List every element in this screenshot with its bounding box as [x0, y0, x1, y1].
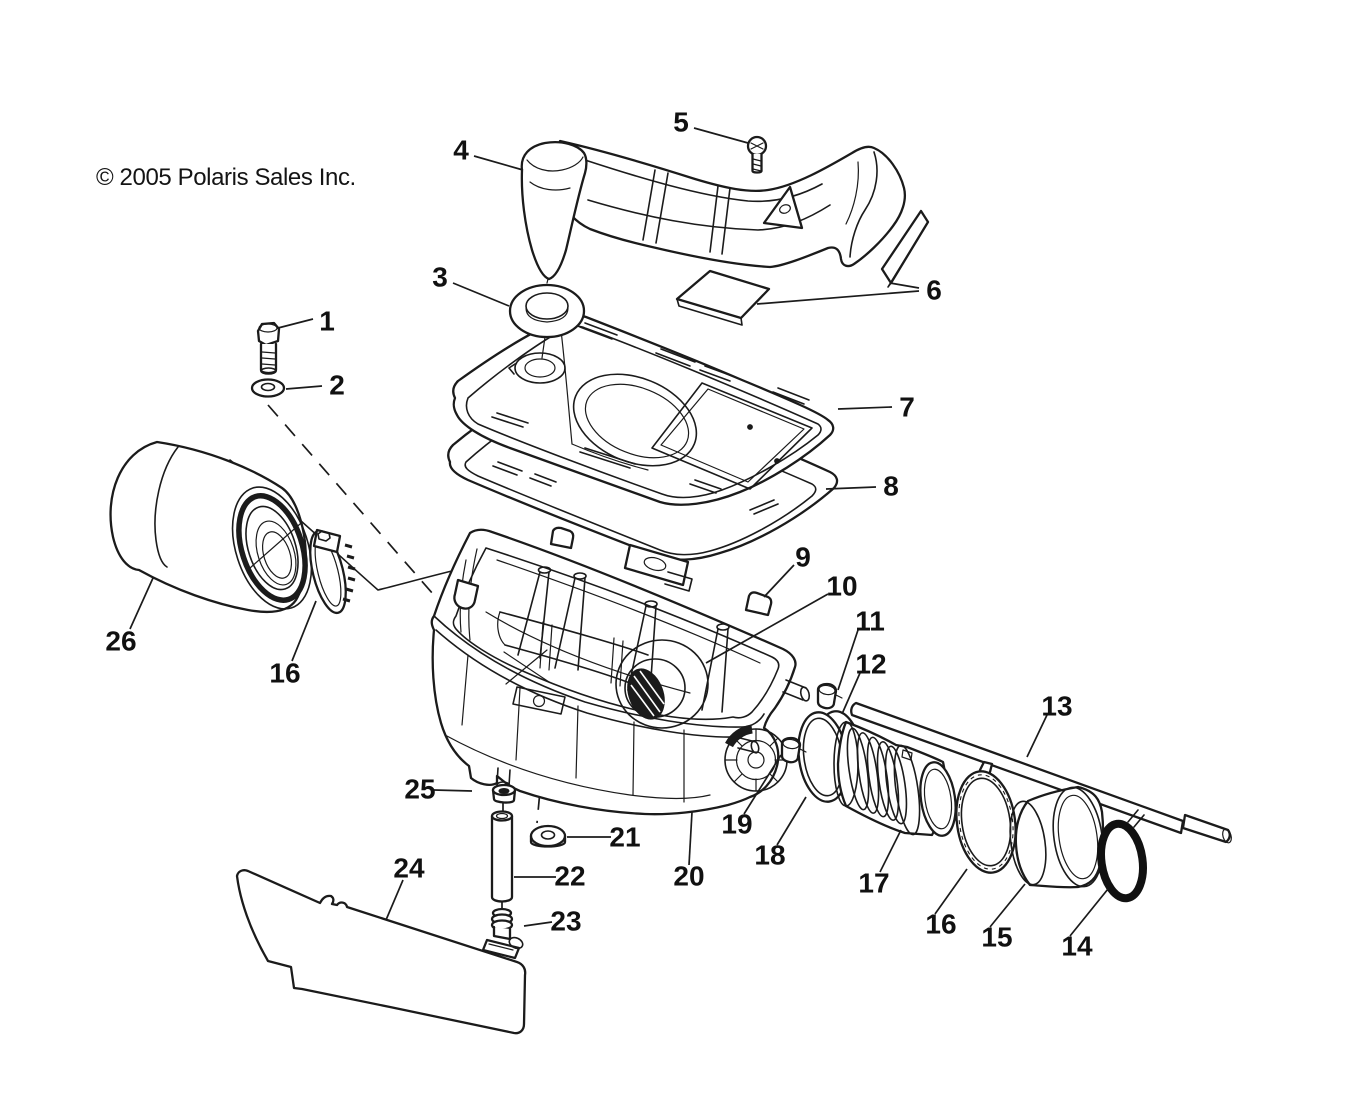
part-20-airbox-base [430, 526, 811, 816]
callout-4: 4 [453, 135, 469, 166]
leader-line [763, 564, 795, 598]
intake-bellmouth [497, 611, 709, 729]
copyright-notice: © 2005 Polaris Sales Inc. [96, 164, 356, 191]
leader-line [688, 811, 693, 866]
latch-hook [453, 578, 480, 610]
leader-line [433, 789, 473, 792]
leader-line [1026, 714, 1048, 758]
part-23-drain-valve [481, 907, 524, 960]
leader-lines [129, 127, 1109, 937]
callout-14: 14 [1061, 931, 1093, 962]
callout-10: 10 [826, 571, 857, 602]
callout-26: 26 [105, 626, 136, 657]
leader-line [473, 155, 524, 171]
rim-tab [549, 526, 575, 550]
leader-line [889, 282, 920, 289]
part-22-drain-tube [490, 810, 514, 903]
rim-bracket [623, 543, 690, 587]
leader-line [825, 486, 877, 490]
callout-22: 22 [554, 861, 585, 892]
callout-17: 17 [858, 868, 889, 899]
part-17-bellows-adapter [833, 720, 957, 837]
part-2-washer [250, 378, 286, 398]
foam-pad-left [675, 269, 771, 320]
part-4-intake-duct [520, 139, 906, 281]
part-15-boot [1009, 785, 1105, 889]
leader-line [1069, 888, 1109, 937]
callout-5: 5 [673, 107, 689, 138]
callout-16: 16 [269, 658, 300, 689]
part-16-filter-clamp [309, 528, 356, 615]
leader-line [989, 883, 1026, 928]
callout-9: 9 [795, 542, 811, 573]
part-11-cap [816, 682, 843, 710]
callout-21: 21 [609, 822, 640, 853]
callout-15: 15 [981, 922, 1012, 953]
leader-line [837, 406, 893, 410]
callout-16: 16 [925, 909, 956, 940]
part-25-cap [491, 783, 517, 804]
leader-line [129, 577, 154, 630]
callout-numbers: 1234567891011121314151617181920212223242… [105, 107, 1093, 962]
callout-3: 3 [432, 262, 448, 293]
leader-line [523, 921, 553, 927]
leader-line [452, 282, 510, 307]
leader-line [693, 127, 749, 144]
leader-line [841, 672, 861, 715]
part-14-clamp [1097, 809, 1147, 903]
callout-7: 7 [899, 392, 915, 423]
callout-1: 1 [319, 306, 335, 337]
part-5-screw [746, 135, 768, 174]
part-24-foam-seal [235, 869, 527, 1035]
callout-19: 19 [721, 809, 752, 840]
part-1-bolt [256, 321, 281, 375]
callout-24: 24 [393, 853, 425, 884]
leader-line [756, 290, 920, 305]
part-21-washer [529, 824, 567, 848]
leader-line [285, 385, 323, 390]
leader-line [743, 754, 782, 815]
part-7-airbox-cover [452, 314, 835, 506]
outlet-boss [724, 724, 788, 792]
part-6-foam-pads [675, 209, 930, 326]
callout-11: 11 [855, 606, 885, 637]
part-13-breather-tube [850, 701, 1232, 844]
callout-23: 23 [550, 906, 581, 937]
part-26-air-filter [109, 440, 313, 613]
part-16-ring [955, 760, 1017, 874]
leader-line [776, 796, 807, 846]
callout-25: 25 [404, 774, 435, 805]
leader-line [291, 600, 317, 662]
callout-20: 20 [673, 861, 704, 892]
part-19-cap [780, 736, 807, 764]
leader-line [277, 318, 314, 329]
callout-18: 18 [754, 840, 785, 871]
callout-6: 6 [926, 275, 942, 306]
leader-line [879, 829, 902, 873]
callout-12: 12 [855, 649, 886, 680]
leader-line [705, 593, 829, 664]
leader-line [837, 629, 859, 691]
rim-tab-9 [744, 591, 773, 617]
leader-line [934, 868, 968, 915]
callout-13: 13 [1041, 691, 1072, 722]
callout-8: 8 [883, 471, 899, 502]
callout-2: 2 [329, 370, 345, 401]
leader-line [385, 879, 404, 921]
